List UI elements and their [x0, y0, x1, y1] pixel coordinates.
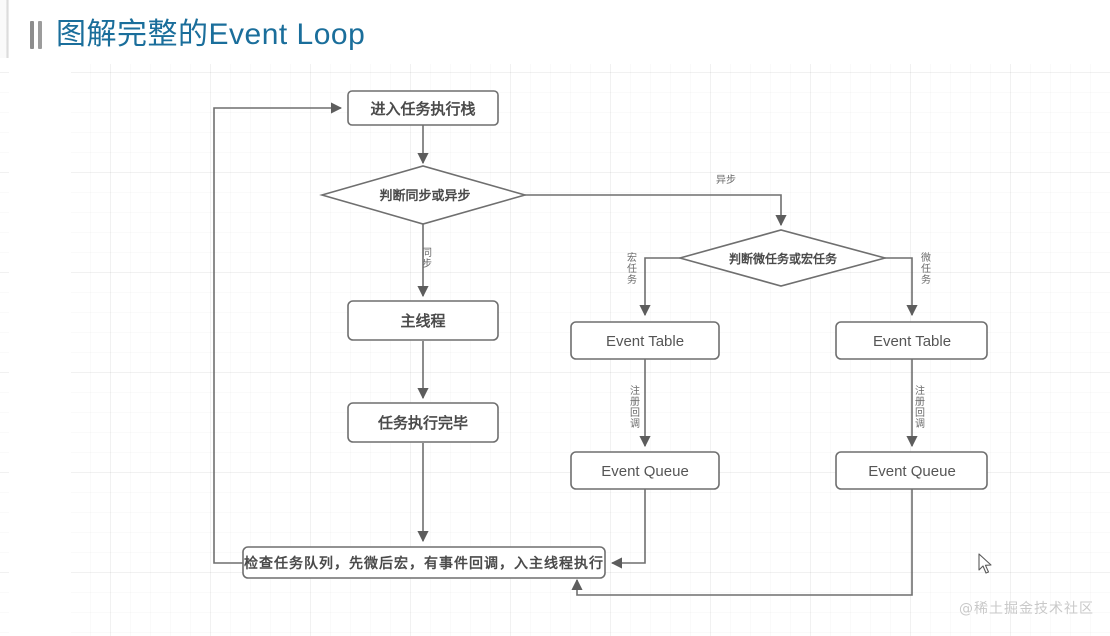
- node-micro-event-queue-label: Event Queue: [868, 463, 956, 480]
- node-decide-sync[interactable]: 判断同步或异步: [319, 165, 528, 225]
- node-macro-event-queue[interactable]: Event Queue: [570, 451, 720, 490]
- node-decide-micro[interactable]: 判断微任务或宏任务: [677, 229, 889, 287]
- edge-label-register-callback-macro: 注册回调: [630, 386, 640, 430]
- node-main-thread[interactable]: 主线程: [347, 300, 499, 341]
- edge-micro-to-event-table: [885, 257, 918, 317]
- canvas-left-margin: [9, 58, 71, 636]
- edge-macro-queue-to-check-queue: [610, 489, 646, 569]
- node-task-done-label: 任务执行完毕: [377, 414, 468, 432]
- watermark: @稀土掘金技术社区: [959, 601, 1094, 617]
- node-micro-event-queue[interactable]: Event Queue: [835, 451, 988, 490]
- edge-async-to-decide-micro: [525, 194, 787, 227]
- edge-label-register-callback-micro: 注册回调: [915, 386, 925, 430]
- node-micro-event-table[interactable]: Event Table: [835, 321, 988, 360]
- node-task-done[interactable]: 任务执行完毕: [347, 402, 499, 443]
- node-macro-event-queue-label: Event Queue: [601, 463, 689, 480]
- double-bar-icon: [30, 21, 43, 49]
- edge-macro-to-event-table: [639, 257, 680, 317]
- node-macro-event-table-label: Event Table: [606, 333, 684, 350]
- edge-label-micro-task: 微任务: [921, 253, 931, 286]
- node-check-queue[interactable]: 检查任务队列，先微后宏，有事件回调，入主线程执行: [242, 546, 606, 579]
- node-macro-event-table[interactable]: Event Table: [570, 321, 720, 360]
- node-check-queue-label: 检查任务队列，先微后宏，有事件回调，入主线程执行: [244, 555, 604, 572]
- node-decide-sync-label: 判断同步或异步: [379, 188, 470, 204]
- mouse-cursor-icon: [978, 553, 992, 574]
- edge-loopback-to-enter-stack: [213, 102, 343, 564]
- node-micro-event-table-label: Event Table: [873, 333, 951, 350]
- canvas-top-margin: [0, 58, 1110, 64]
- edge-label-async: 异步: [716, 174, 736, 186]
- edge-label-sync: 同步: [422, 248, 432, 270]
- node-enter-stack[interactable]: 进入任务执行栈: [347, 90, 499, 126]
- node-main-thread-label: 主线程: [400, 312, 445, 330]
- edge-micro-queue-to-check-queue: [571, 489, 913, 596]
- page-title: 图解完整的Event Loop: [30, 14, 365, 56]
- edge-label-macro-task: 宏任务: [627, 253, 637, 286]
- node-enter-stack-label: 进入任务执行栈: [370, 100, 475, 118]
- page-title-text: 图解完整的Event Loop: [56, 18, 366, 51]
- node-decide-micro-label: 判断微任务或宏任务: [729, 251, 838, 266]
